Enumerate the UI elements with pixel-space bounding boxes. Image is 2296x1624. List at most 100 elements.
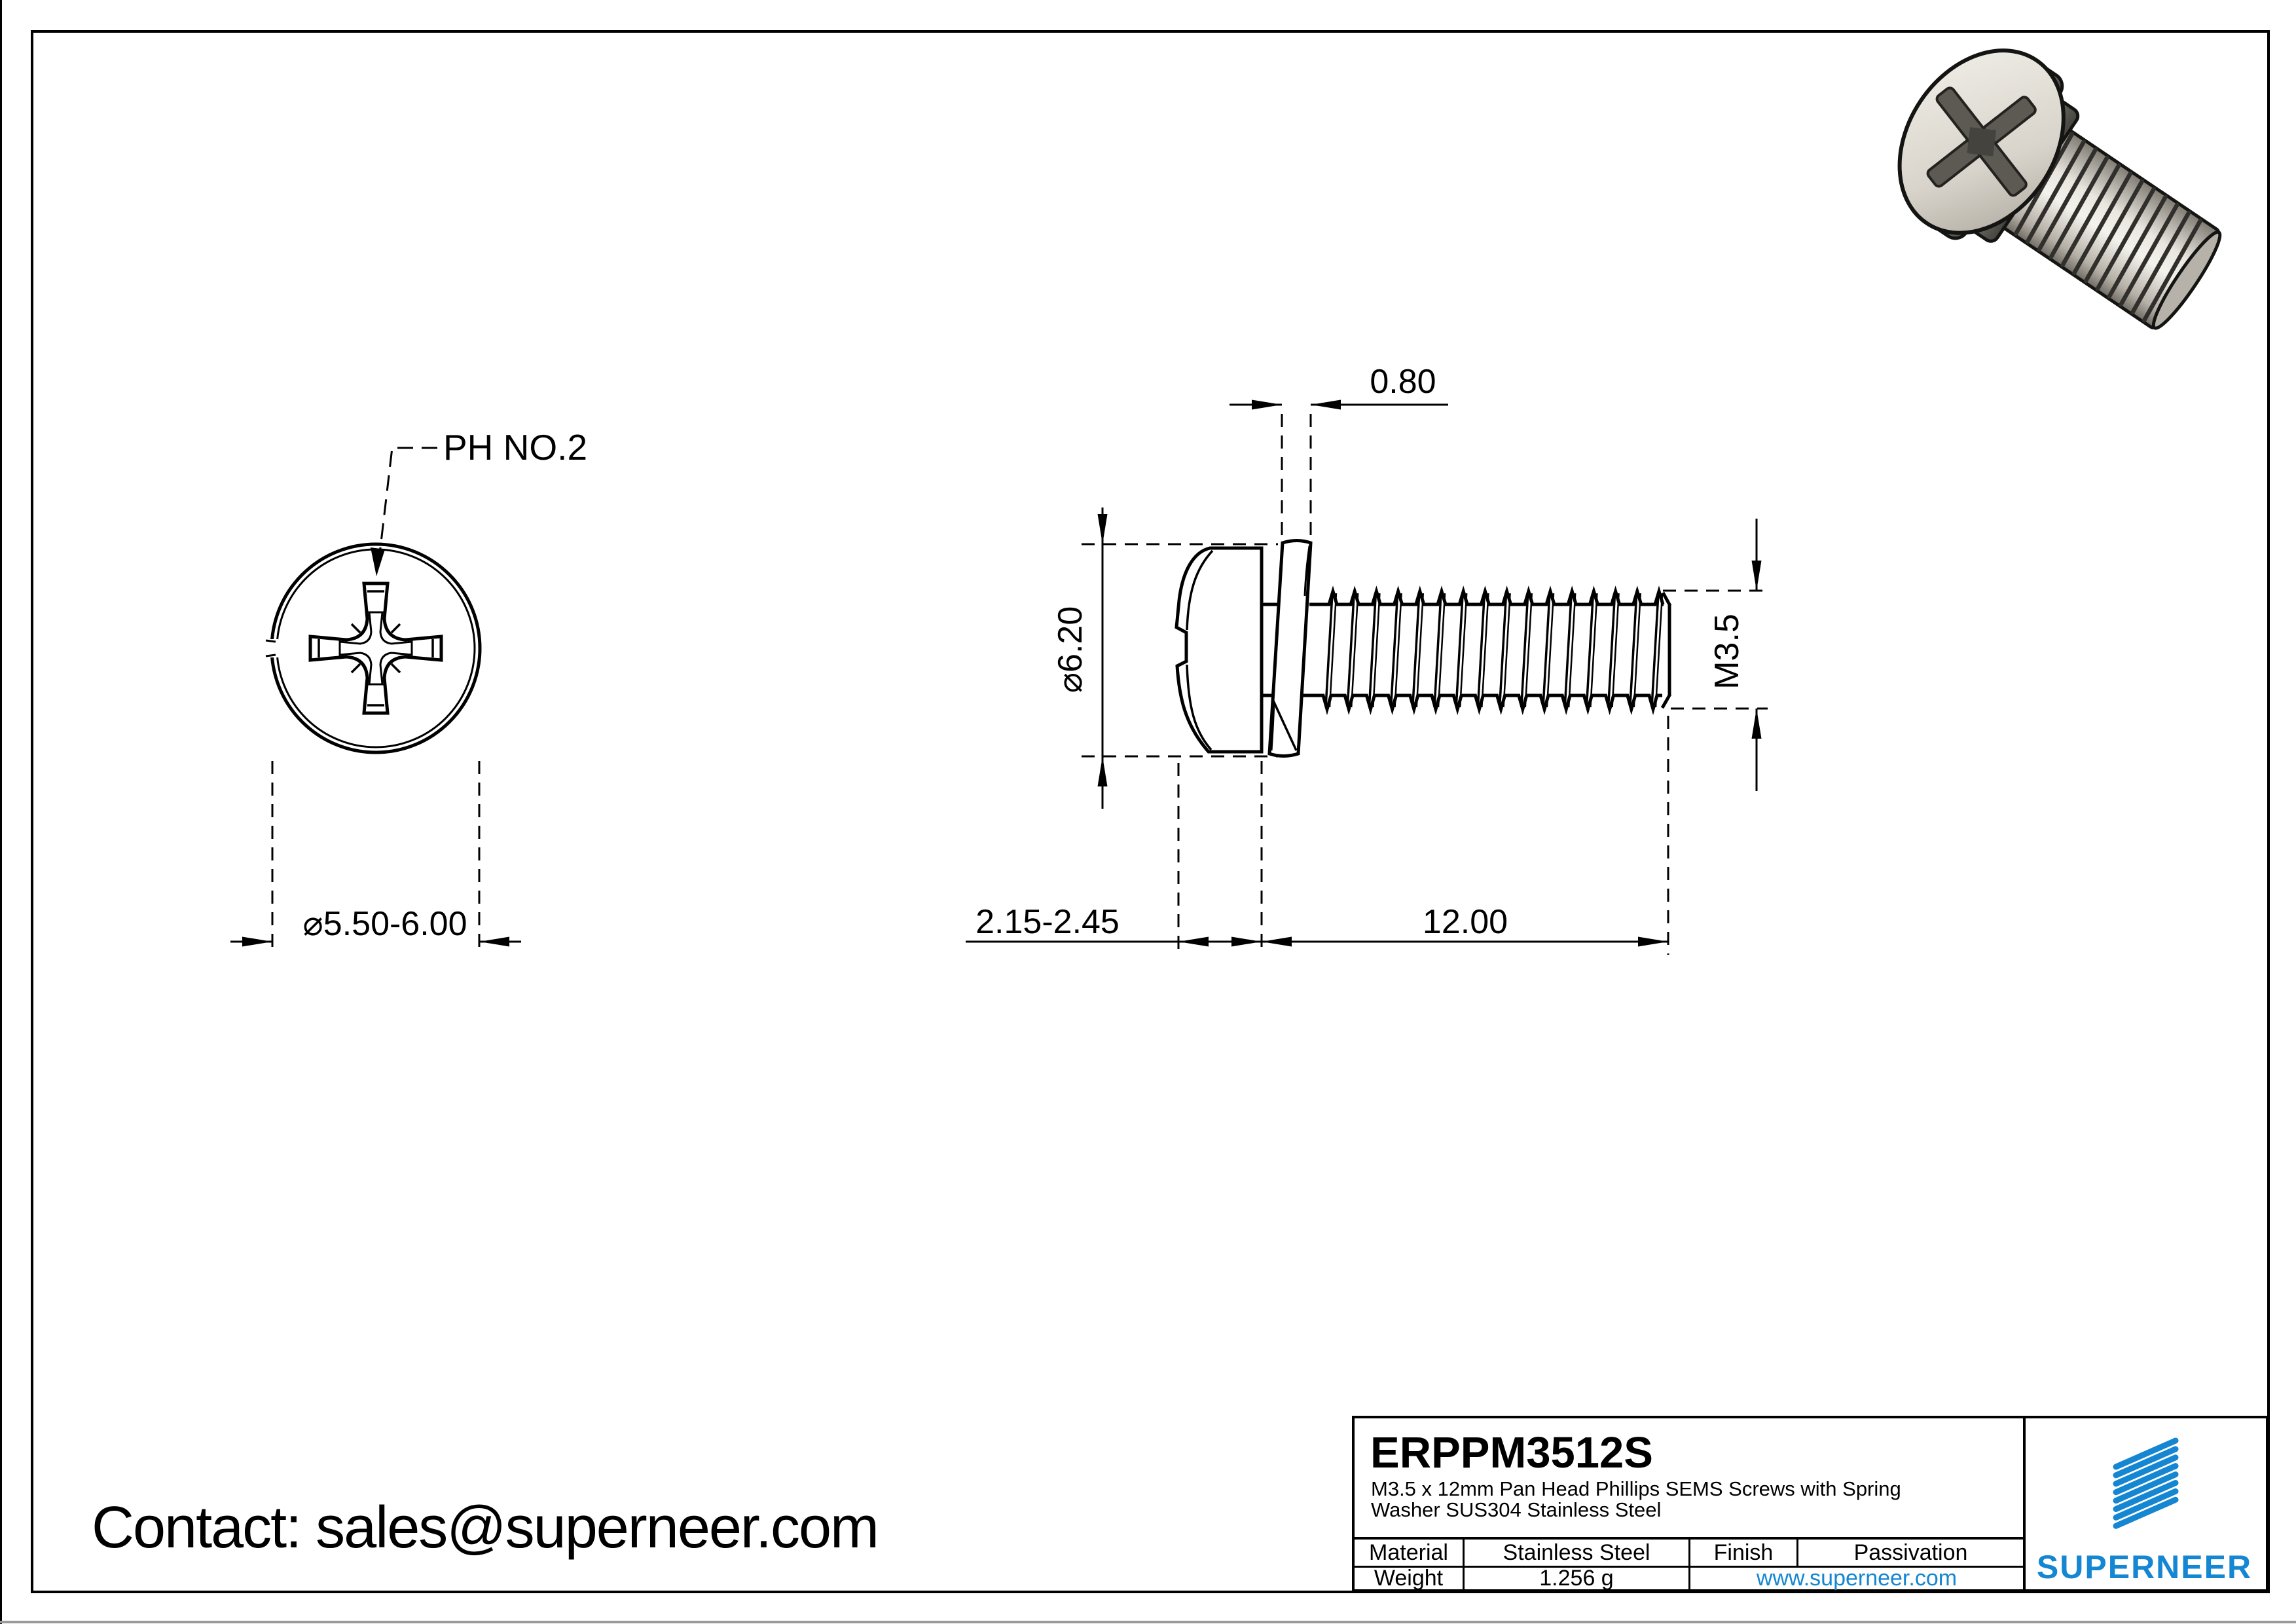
washer-od-dim-text: ⌀6.20 [1051, 606, 1089, 693]
dim-arrow [1231, 936, 1262, 947]
thread-flank [1607, 593, 1616, 708]
screw-tip-3d [2151, 230, 2222, 330]
thread-profile [1321, 585, 1665, 716]
head-recess-curves [1186, 549, 1214, 751]
spring-washer [1267, 539, 1313, 758]
part-description-line1: M3.5 x 12mm Pan Head Phillips SEMS Screw… [1371, 1477, 1901, 1500]
weight-value: 1.256 g [1539, 1566, 1614, 1591]
part-number: ERPPM3512S [1370, 1428, 1653, 1477]
head-diameter-dim-text: ⌀5.50-6.00 [302, 905, 467, 943]
finish-label: Finish [1713, 1540, 1774, 1565]
thread-flank [1368, 593, 1377, 708]
thread-flank [1542, 593, 1551, 708]
thread-flank [1350, 593, 1359, 708]
spring-washer-edges [1270, 545, 1311, 751]
thread-stripe-3d [2142, 218, 2203, 323]
window-left-edge [0, 0, 2, 1624]
thread-stripe-3d [2107, 194, 2168, 299]
thread-flank [1563, 593, 1573, 708]
phillips-recess-3d [1926, 86, 2037, 197]
material-value: Stainless Steel [1503, 1540, 1650, 1565]
thread-flank [1546, 593, 1555, 708]
dim-arrow [1638, 936, 1668, 947]
material-label: Material [1369, 1540, 1448, 1565]
thread-flank [1503, 593, 1511, 708]
thread-stripes-3d [2013, 132, 2203, 323]
logo-stripe [2113, 1496, 2179, 1529]
logo-stripe [2113, 1471, 2179, 1504]
thread-flank [1394, 593, 1402, 708]
thread-flank [1498, 593, 1508, 708]
thread-stripe-3d [2037, 147, 2098, 252]
side-view [966, 399, 1768, 955]
dim-arrow [1097, 756, 1108, 786]
dim-arrow [242, 936, 272, 947]
website-link[interactable]: www.superneer.com [1756, 1566, 1958, 1591]
weight-label: Weight [1374, 1566, 1444, 1591]
dim-arrow [479, 936, 509, 947]
length-dim-text: 12.00 [1423, 903, 1508, 941]
leader-arrow [371, 547, 385, 576]
thread-flank [1611, 593, 1620, 708]
washer-split-ticks [265, 639, 276, 657]
phillips-cross-inner [338, 611, 413, 686]
thread-flank [1415, 593, 1425, 708]
thread-flank [1590, 593, 1598, 708]
contact-text: Contact: sales@superneer.com [92, 1495, 879, 1560]
dim-arrow [1262, 936, 1292, 947]
logo-stripe [2113, 1454, 2179, 1487]
thread-crest-bottom [1321, 693, 1662, 716]
thread-flank [1324, 593, 1334, 708]
washer-split-notch [266, 639, 278, 657]
drawing-frame [31, 30, 2270, 1593]
thread-flank [1585, 593, 1595, 708]
thread-stripe-3d [2060, 163, 2121, 268]
spring-washer-split [1271, 699, 1298, 751]
thread-stripe-3d [2025, 139, 2086, 244]
front-view [230, 447, 521, 955]
brand-name: SUPERNEER [2036, 1549, 2253, 1585]
dim-arrow [1252, 399, 1282, 410]
finish-value: Passivation [1853, 1540, 1968, 1565]
od-extension-lines [1082, 543, 1278, 758]
length-extension-lines [1177, 716, 1669, 955]
thread-stripe-3d [2130, 210, 2191, 315]
thread-flank [1389, 593, 1399, 708]
thread-flank [1650, 593, 1660, 708]
shaft-stubs [1262, 602, 1321, 697]
screw-3d-render [1897, 48, 2222, 330]
window-bottom-edge [0, 1621, 2296, 1623]
thread-extension-lines [1663, 589, 1768, 710]
washer-thickness-dim-text: 0.80 [1370, 363, 1436, 401]
logo-cell-line [2023, 1418, 2026, 1589]
thread-stripe-3d [2095, 187, 2156, 291]
thread-flank [1437, 593, 1446, 708]
dim-arrow [1097, 514, 1108, 544]
thread-flank [1520, 593, 1529, 708]
washer-extension-lines [1281, 414, 1312, 540]
thread-stripe-3d [2049, 155, 2109, 260]
brand-logo [2113, 1437, 2179, 1529]
title-block: ERPPM3512S M3.5 x 12mm Pan Head Phillips… [1352, 1416, 2269, 1592]
dim-arrow [1178, 936, 1209, 947]
thread-flank [1524, 593, 1533, 708]
head-height-dim-text: 2.15-2.45 [975, 903, 1120, 941]
screw-head-profile [1175, 546, 1264, 754]
callout-text: PH NO.2 [443, 427, 587, 468]
thread-crest-top [1321, 585, 1665, 606]
dim-arrow [1751, 561, 1762, 591]
thread-flank [1346, 593, 1355, 708]
thread-flank [1654, 593, 1664, 708]
logo-stripe [2113, 1437, 2179, 1470]
logo-stripe [2113, 1480, 2179, 1512]
thread-dim-text: M3.5 [1708, 614, 1746, 690]
thread-flank [1567, 593, 1576, 708]
logo-stripe [2113, 1463, 2179, 1496]
thread-flank [1328, 593, 1338, 708]
thread-stripe-3d [2083, 179, 2145, 284]
thread-flank [1481, 593, 1489, 708]
thread-flank [1629, 593, 1638, 708]
thread-flank [1459, 593, 1468, 708]
table-col-line-2 [1688, 1537, 1690, 1589]
